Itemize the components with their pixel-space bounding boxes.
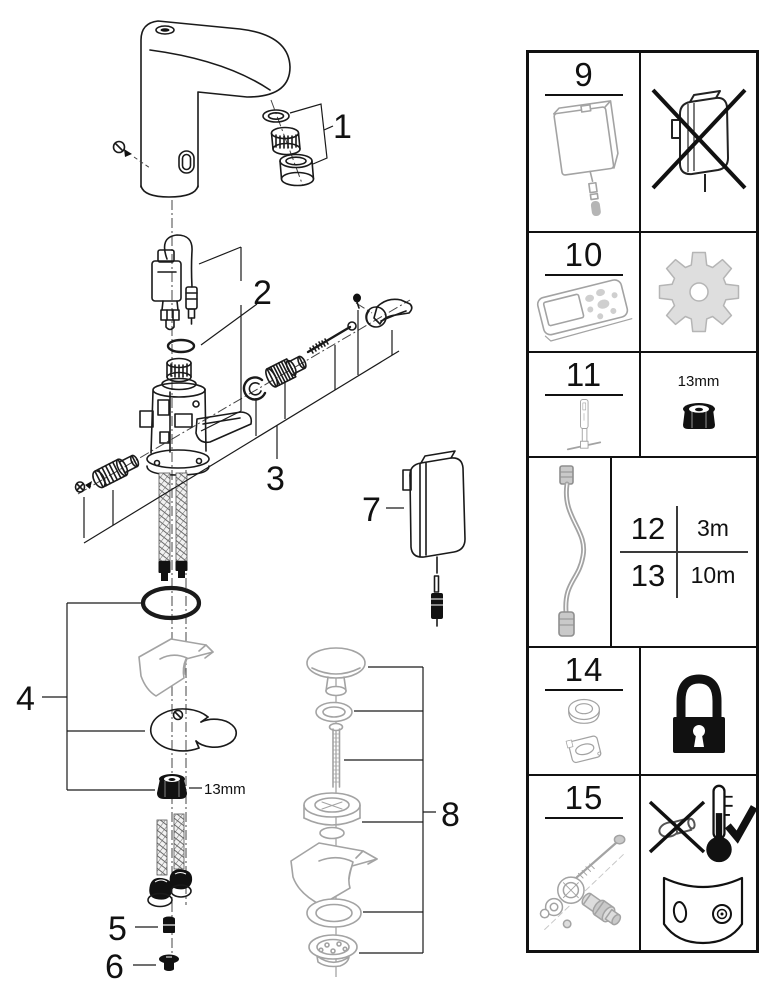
label-underline xyxy=(545,93,623,96)
part-3-callout: 3 xyxy=(83,310,400,544)
label-underline xyxy=(545,816,623,819)
nut-size-annotation: 13mm xyxy=(204,781,246,798)
mounting-nut-13mm xyxy=(157,774,187,799)
panel-cell-9-note xyxy=(640,52,757,232)
length-row-value: 10m xyxy=(690,562,736,588)
part-1-aerator xyxy=(262,109,315,187)
panel-cell-lengths: 12 3m 13 10m xyxy=(611,457,757,647)
cell-number: 11 xyxy=(565,356,603,393)
part-label-8: 8 xyxy=(441,796,460,834)
sink-cutaway-upper xyxy=(138,638,214,697)
clip-washer xyxy=(242,376,267,401)
padlock-icon xyxy=(672,674,725,753)
cell-label: 14 xyxy=(545,653,623,691)
part-label-3: 3 xyxy=(266,460,285,498)
seal-kit-icon xyxy=(565,698,602,763)
panel-cell-9: 9 xyxy=(528,52,640,232)
mounting-tool-icon xyxy=(566,398,602,450)
accessory-panel: 9 xyxy=(526,50,759,953)
part-7-power-supply xyxy=(402,450,466,627)
part-label-4: 4 xyxy=(16,680,35,718)
valve-kit-icon xyxy=(539,834,626,930)
no-plug-in-adapter-icon xyxy=(651,88,746,192)
o-ring-large xyxy=(140,585,202,621)
panel-cell-10-note xyxy=(640,232,757,352)
exploded-diagram: 1 2 xyxy=(16,20,466,986)
remote-control-icon xyxy=(536,278,633,342)
cell-number: 10 xyxy=(564,236,604,273)
panel-cell-10: 10 xyxy=(528,232,640,352)
cover-plate-icon xyxy=(662,876,744,945)
cell-number: 14 xyxy=(564,651,604,688)
label-underline xyxy=(545,688,623,691)
cell-label: 15 xyxy=(545,781,623,819)
sensor-window-icon xyxy=(178,150,195,174)
checkmark-icon xyxy=(725,805,757,844)
top-sensor-icon xyxy=(155,25,175,35)
part-label-7: 7 xyxy=(362,491,381,529)
cell-number: 9 xyxy=(574,56,594,93)
part-label-5: 5 xyxy=(108,910,127,948)
side-screw-icon xyxy=(112,140,126,154)
cell-number: 15 xyxy=(564,779,604,816)
label-underline xyxy=(545,273,623,276)
nut-size-label: 13mm xyxy=(677,373,720,390)
gear-icon xyxy=(658,251,739,333)
thermometer-icon xyxy=(706,784,733,863)
length-table: 12 3m 13 10m xyxy=(620,506,748,598)
supply-hoses-lower xyxy=(147,813,193,908)
extension-cable-icon xyxy=(557,465,586,637)
panel-cell-15-note xyxy=(640,775,757,951)
length-row-value: 3m xyxy=(678,506,748,553)
panel-cell-15: 15 xyxy=(528,775,640,951)
faucet-body xyxy=(112,20,291,198)
panel-cell-14: 14 xyxy=(528,647,640,775)
cell-label: 9 xyxy=(545,58,623,96)
panel-cell-11-note: 13mm xyxy=(640,352,757,457)
panel-cell-11: 11 xyxy=(528,352,640,457)
label-underline xyxy=(545,393,623,396)
panel-cell-14-note xyxy=(640,647,757,775)
valve-housing xyxy=(139,357,253,581)
part-1-callout: 1 xyxy=(289,103,352,165)
part-5-item xyxy=(163,916,175,933)
part-8-callout: 8 xyxy=(344,666,460,954)
part-2-callout: 2 xyxy=(198,246,272,432)
length-row-num: 12 xyxy=(620,506,678,553)
cell-label: 10 xyxy=(545,238,623,276)
center-axes xyxy=(77,99,411,977)
hose-braided xyxy=(158,472,171,562)
part-6-item xyxy=(159,954,179,971)
length-row-num: 13 xyxy=(620,553,678,598)
part-label-1: 1 xyxy=(333,108,352,146)
cell-label: 11 xyxy=(545,358,623,396)
hex-nut-icon xyxy=(682,403,715,429)
crossed-part-icon xyxy=(648,800,706,854)
part-label-2: 2 xyxy=(253,274,272,312)
handle-screw xyxy=(353,293,361,303)
part-8-drain-set xyxy=(290,647,378,968)
panel-cell-12-13 xyxy=(528,457,611,647)
o-ring-small xyxy=(166,338,196,354)
part-4-mounting-set: 13mm xyxy=(138,585,246,799)
part-3-handle-group xyxy=(74,293,413,493)
part-4-callout: 4 xyxy=(16,602,155,791)
battery-power-supply-icon xyxy=(552,99,619,216)
sink-cutaway-lower xyxy=(290,842,378,906)
lever-handle xyxy=(365,298,413,328)
horseshoe-clamp xyxy=(149,708,237,752)
part-2-solenoid xyxy=(151,234,198,354)
part-label-6: 6 xyxy=(105,948,124,986)
